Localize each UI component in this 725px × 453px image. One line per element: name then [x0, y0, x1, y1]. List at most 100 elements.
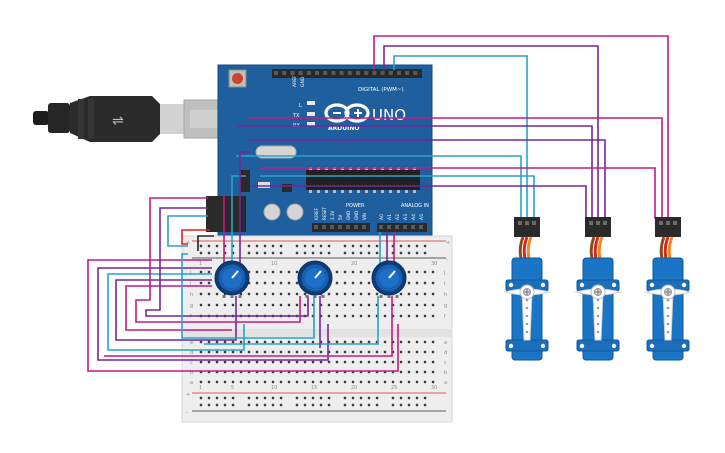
bb-hole[interactable] [335, 281, 339, 285]
bb-hole[interactable] [279, 360, 283, 364]
rail-hole[interactable] [391, 244, 395, 248]
bb-hole[interactable] [407, 380, 411, 384]
rail-hole[interactable] [199, 396, 203, 400]
bb-hole[interactable] [423, 292, 427, 296]
bb-hole[interactable] [303, 350, 307, 354]
bb-hole[interactable] [279, 303, 283, 307]
bb-hole[interactable] [375, 303, 379, 307]
bb-hole[interactable] [207, 340, 211, 344]
bb-hole[interactable] [367, 370, 371, 374]
bb-hole[interactable] [351, 314, 355, 318]
bb-hole[interactable] [239, 360, 243, 364]
bb-hole[interactable] [359, 303, 363, 307]
rail-hole[interactable] [255, 396, 259, 400]
rail-hole[interactable] [231, 244, 235, 248]
bb-hole[interactable] [223, 370, 227, 374]
wire-servo2-p[interactable] [252, 185, 587, 219]
rail-hole[interactable] [391, 396, 395, 400]
header-pin[interactable] [315, 71, 319, 75]
bb-hole[interactable] [223, 360, 227, 364]
rail-hole[interactable] [359, 396, 363, 400]
rail-hole[interactable] [199, 251, 203, 255]
bb-hole[interactable] [415, 350, 419, 354]
wire-servo2-g[interactable] [248, 139, 606, 219]
rail-hole[interactable] [263, 403, 267, 407]
header-pin[interactable] [290, 71, 295, 75]
bb-hole[interactable] [351, 281, 355, 285]
bb-hole[interactable] [399, 370, 403, 374]
wire-pot3-v[interactable] [104, 296, 393, 357]
bb-hole[interactable] [415, 360, 419, 364]
bb-hole[interactable] [351, 350, 355, 354]
bb-hole[interactable] [343, 360, 347, 364]
rail-hole[interactable] [231, 396, 235, 400]
bb-hole[interactable] [255, 360, 259, 364]
bb-hole[interactable] [351, 380, 355, 384]
bb-hole[interactable] [287, 380, 291, 384]
bb-hole[interactable] [391, 350, 395, 354]
bb-hole[interactable] [367, 314, 371, 318]
digital-header[interactable] [272, 69, 422, 78]
bb-hole[interactable] [431, 340, 435, 344]
rail-hole[interactable] [375, 251, 379, 255]
bb-hole[interactable] [407, 281, 411, 285]
bb-hole[interactable] [351, 270, 355, 274]
bb-hole[interactable] [343, 270, 347, 274]
rail-hole[interactable] [415, 396, 419, 400]
rail-hole[interactable] [423, 244, 427, 248]
bb-hole[interactable] [407, 360, 411, 364]
rail-hole[interactable] [223, 251, 227, 255]
rail-hole[interactable] [247, 396, 251, 400]
wire-pot2-w[interactable] [181, 253, 315, 339]
bb-hole[interactable] [327, 303, 331, 307]
bb-hole[interactable] [375, 292, 379, 296]
bb-hole[interactable] [247, 292, 251, 296]
bb-hole[interactable] [215, 303, 219, 307]
bb-hole[interactable] [343, 303, 347, 307]
bb-hole[interactable] [303, 370, 307, 374]
bb-hole[interactable] [351, 370, 355, 374]
bb-hole[interactable] [199, 340, 203, 344]
bb-hole[interactable] [287, 270, 291, 274]
bb-hole[interactable] [343, 281, 347, 285]
rail-hole[interactable] [207, 244, 211, 248]
wire-signal-servo1[interactable] [393, 55, 528, 219]
bb-hole[interactable] [239, 350, 243, 354]
rail-hole[interactable] [279, 251, 283, 255]
wire-signal-servo3[interactable] [373, 35, 669, 219]
wire-pot1-wiper[interactable] [231, 175, 246, 290]
bb-hole[interactable] [207, 303, 211, 307]
bb-hole[interactable] [351, 303, 355, 307]
rail-hole[interactable] [359, 403, 363, 407]
bb-hole[interactable] [295, 281, 299, 285]
reset-button-icon[interactable] [228, 69, 247, 88]
bb-hole[interactable] [415, 380, 419, 384]
bb-hole[interactable] [271, 281, 275, 285]
wire-pot1-aux[interactable] [239, 151, 250, 290]
bb-hole[interactable] [287, 303, 291, 307]
rail-hole[interactable] [247, 251, 251, 255]
bb-hole[interactable] [199, 270, 203, 274]
bb-hole[interactable] [415, 340, 419, 344]
bb-hole[interactable] [287, 340, 291, 344]
bb-hole[interactable] [279, 281, 283, 285]
bb-hole[interactable] [247, 360, 251, 364]
bb-hole[interactable] [367, 340, 371, 344]
header-pin[interactable] [372, 71, 377, 75]
bb-hole[interactable] [223, 340, 227, 344]
rail-hole[interactable] [359, 244, 363, 248]
pot-2[interactable] [297, 260, 333, 298]
rail-hole[interactable] [367, 251, 371, 255]
bb-hole[interactable] [423, 360, 427, 364]
bb-hole[interactable] [423, 340, 427, 344]
wire-loop-3b[interactable] [167, 234, 188, 247]
bb-hole[interactable] [271, 292, 275, 296]
rail-hole[interactable] [207, 403, 211, 407]
rail-hole[interactable] [223, 403, 227, 407]
bb-hole[interactable] [295, 360, 299, 364]
rail-hole[interactable] [199, 244, 203, 248]
bb-hole[interactable] [263, 281, 267, 285]
bb-hole[interactable] [215, 360, 219, 364]
header-pin[interactable] [413, 71, 418, 75]
bb-hole[interactable] [287, 350, 291, 354]
